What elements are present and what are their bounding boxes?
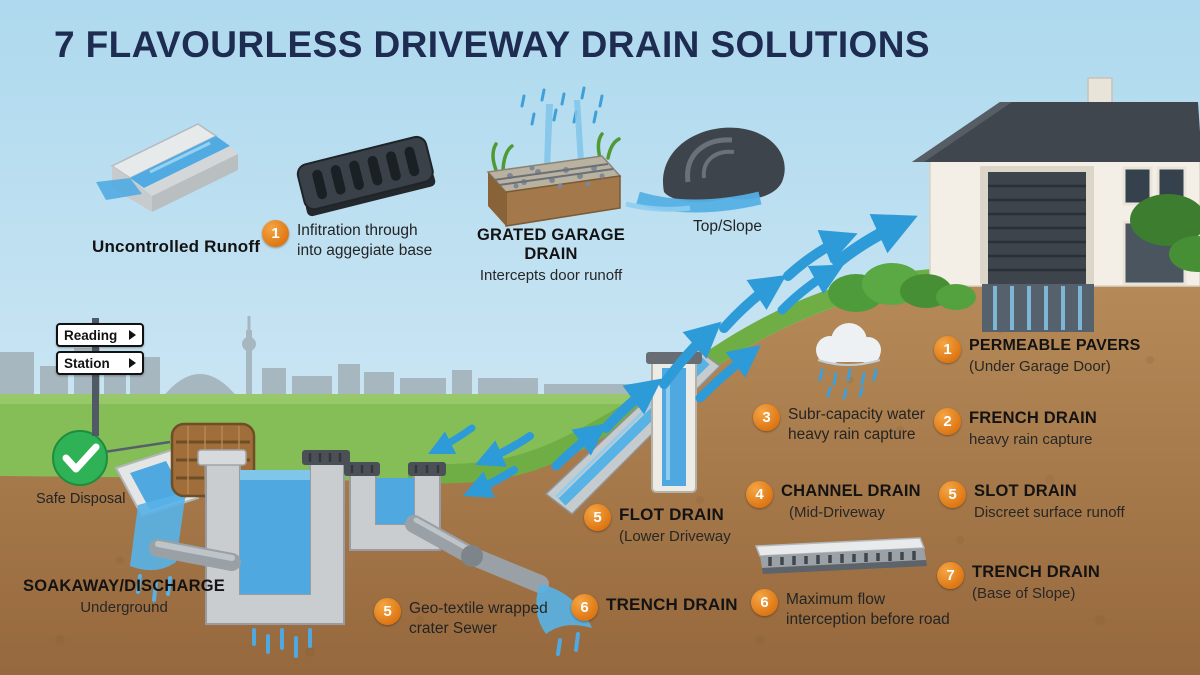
rain-drops <box>520 86 604 126</box>
page-title: 7 FLAVOURLESS DRIVEWAY DRAIN SOLUTIONS <box>54 24 930 65</box>
badge-5: 5 <box>939 481 966 508</box>
uncontrolled-runoff-label: Uncontrolled Runoff <box>92 237 261 256</box>
top-slope-label: Top/Slope <box>693 218 762 235</box>
safe-disposal-label: Safe Disposal <box>36 491 126 507</box>
trench-drain-right-subtitle: (Base of Slope) <box>972 585 1076 602</box>
permeable-pavers-callout: 1 PERMEABLE PAVERS (Under Garage Door) <box>934 336 1141 375</box>
permeable-pavers-subtitle: (Under Garage Door) <box>969 358 1111 375</box>
badge-4: 4 <box>746 481 773 508</box>
geo-textile-line2: crater Sewer <box>409 620 497 638</box>
bushes <box>828 194 1200 312</box>
rain-cloud-icon <box>816 323 881 400</box>
trench-drain-right-title: TRENCH DRAIN <box>972 563 1100 581</box>
signpost-pole <box>92 318 99 436</box>
uncontrolled-runoff-illustration <box>96 123 238 212</box>
slot-drain-title: SLOT DRAIN <box>974 482 1077 500</box>
flot-drain-subtitle: (Lower Driveway <box>619 528 731 545</box>
permeable-pavers-title: PERMEABLE PAVERS <box>969 337 1141 354</box>
sign-station: Station <box>56 351 144 375</box>
pipe-roll-illustration <box>625 127 785 213</box>
soil-texture <box>55 326 1154 657</box>
slot-drain-subtitle: Discreet surface runoff <box>974 504 1125 521</box>
grated-garage-drain-title: GRATED GARAGE DRAIN <box>476 226 626 263</box>
pipes <box>149 515 549 593</box>
channel-drain-subtitle: (Mid-Driveway <box>789 504 885 521</box>
outflow-splash <box>536 584 592 634</box>
french-drain-callout: 2 FRENCH DRAIN heavy rain capture <box>934 408 1097 448</box>
badge-3: 3 <box>753 404 780 431</box>
grated-garage-drain-subtitle: Intercepts door runoff <box>479 267 623 284</box>
badge-7: 7 <box>937 562 964 589</box>
badge-1: 1 <box>262 220 289 247</box>
garage-drain-illustration <box>486 86 622 227</box>
sign-station-text: Station <box>64 355 110 371</box>
sub-capacity-callout: 3 Subr-capacity water heavy rain capture <box>753 404 925 445</box>
french-drain-title: FRENCH DRAIN <box>969 409 1097 427</box>
infiltration-line2: into aggegiate base <box>297 242 433 260</box>
infiltration-line1: Infitration through <box>297 222 418 239</box>
badge-6: 6 <box>751 589 778 616</box>
channel-drain-callout: 4 CHANNEL DRAIN (Mid-Driveway <box>746 481 921 521</box>
trench-drain-right-callout: 7 TRENCH DRAIN (Base of Slope) <box>937 562 1100 602</box>
sign-reading-text: Reading <box>64 327 118 343</box>
geo-textile-line1: Geo-textile wrapped <box>409 600 548 617</box>
sign-arrow-icon <box>129 330 136 340</box>
trench-drain-center-title: TRENCH DRAIN <box>606 595 738 614</box>
channel-drain-title: CHANNEL DRAIN <box>781 482 921 500</box>
max-flow-line1: Maximum flow <box>786 591 886 608</box>
flot-drain-title: FLOT DRAIN <box>619 505 724 524</box>
soak-drips <box>252 628 312 658</box>
grass-tufts <box>491 132 621 172</box>
trench-drain-center-callout: 6 TRENCH DRAIN <box>571 594 738 621</box>
badge-6: 6 <box>571 594 598 621</box>
window <box>1122 166 1153 206</box>
sign-reading: Reading <box>56 323 144 347</box>
soakaway-label: SOAKAWAY/DISCHARGE Underground <box>15 577 233 616</box>
badge-5: 5 <box>374 598 401 625</box>
grass-highlight <box>0 394 780 404</box>
soakaway-subtitle: Underground <box>80 599 168 616</box>
max-flow-line2: interception before road <box>786 611 950 629</box>
grated-garage-drain-label: GRATED GARAGE DRAIN Intercepts door runo… <box>448 226 654 284</box>
badge-1: 1 <box>934 336 961 363</box>
soakaway-cross-section <box>114 422 592 658</box>
permeable-pavers-area <box>982 284 1094 332</box>
badge-2: 2 <box>934 408 961 435</box>
safe-disposal-check-icon <box>52 430 171 486</box>
sub-capacity-line2: heavy rain capture <box>788 426 916 444</box>
infiltration-callout: 1 Infitration through into aggegiate bas… <box>262 220 432 261</box>
soakaway-title: SOAKAWAY/DISCHARGE <box>23 577 225 595</box>
geo-textile-callout: 5 Geo-textile wrapped crater Sewer <box>374 598 548 639</box>
flot-drain-callout: 5 FLOT DRAIN (Lower Driveway <box>584 504 731 545</box>
trench-drain-illustration <box>754 537 927 574</box>
french-drain-subtitle: heavy rain capture <box>969 431 1093 448</box>
slot-drain-callout: 5 SLOT DRAIN Discreet surface runoff <box>939 481 1125 521</box>
badge-5: 5 <box>584 504 611 531</box>
grate-illustration <box>296 135 436 217</box>
sign-arrow-icon <box>129 358 136 368</box>
max-flow-callout: 6 Maximum flow interception before road <box>751 589 950 630</box>
sub-capacity-line1: Subr-capacity water <box>788 406 925 423</box>
flow-arrows <box>428 213 918 498</box>
